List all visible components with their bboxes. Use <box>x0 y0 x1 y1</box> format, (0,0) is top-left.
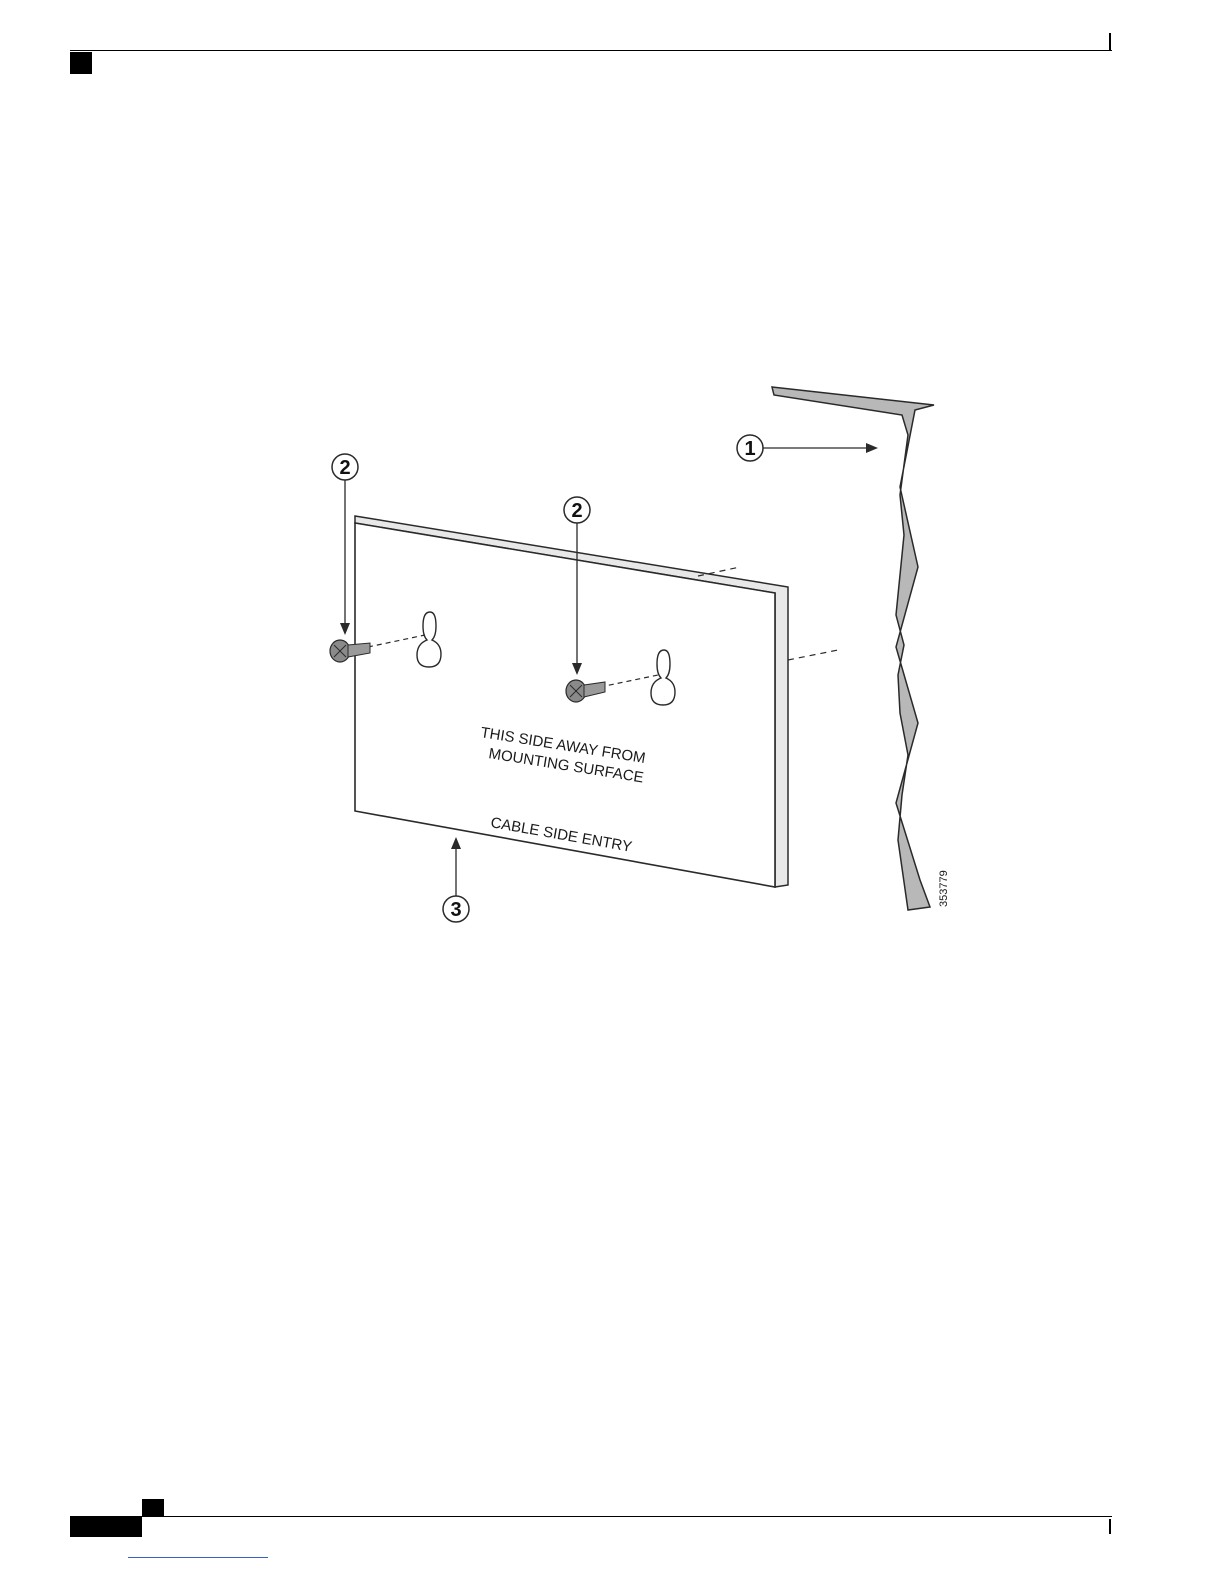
callout-1-number: 1 <box>744 438 755 460</box>
alignment-line-lower <box>788 650 838 660</box>
mounting-wall <box>772 387 934 910</box>
callout-3-arrowhead <box>451 837 461 849</box>
wall-mount-figure: THIS SIDE AWAY FROM MOUNTING SURFACE CAB… <box>290 375 970 935</box>
header-corner-block <box>70 52 92 74</box>
figure-id: 353779 <box>938 870 950 907</box>
callout-2a-number: 2 <box>339 457 350 479</box>
footer-link-underline[interactable] <box>128 1557 268 1558</box>
header-rule <box>70 50 1112 51</box>
callout-3-number: 3 <box>450 899 461 921</box>
callout-1-arrowhead <box>866 443 878 453</box>
header-tick-mark <box>1109 33 1111 50</box>
wall-mount-diagram: THIS SIDE AWAY FROM MOUNTING SURFACE CAB… <box>290 375 970 935</box>
callout-2b-number: 2 <box>571 500 582 522</box>
footer-tick-mark <box>1109 1519 1111 1534</box>
footer-page-block <box>70 1517 142 1537</box>
footer-page-tab <box>142 1499 164 1517</box>
callout-2a-arrowhead <box>340 623 350 635</box>
footer-rule <box>70 1516 1112 1517</box>
